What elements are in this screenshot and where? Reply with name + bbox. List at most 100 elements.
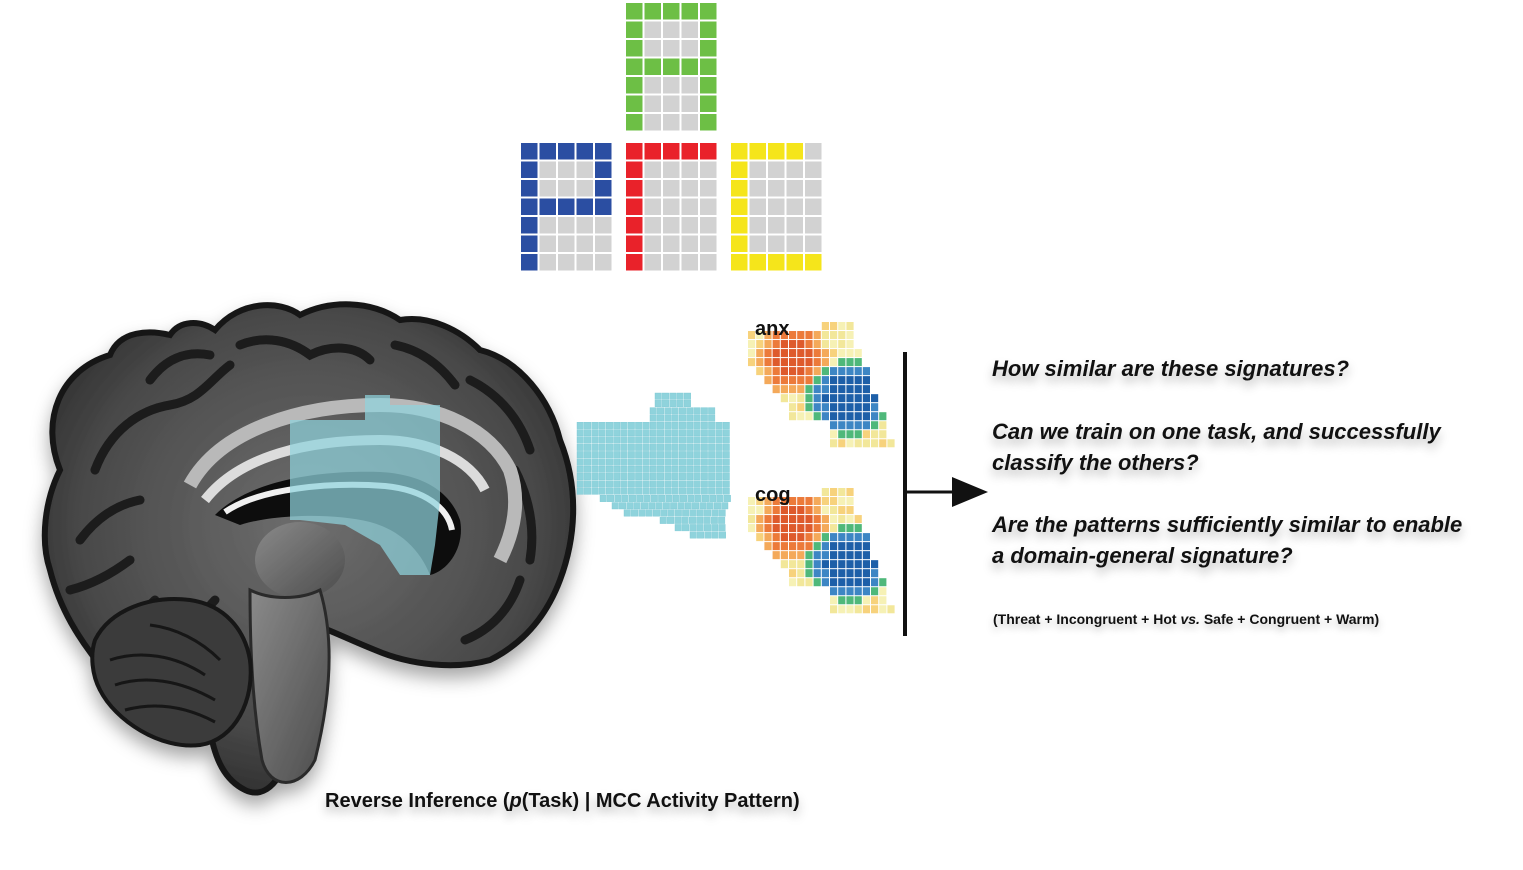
roi-voxel xyxy=(584,473,591,480)
question-1: How similar are these signatures? xyxy=(992,353,1349,384)
heatmap-voxel xyxy=(772,349,780,358)
heatmap-voxel xyxy=(821,403,829,412)
heatmap-voxel xyxy=(830,578,838,587)
grid-cell xyxy=(558,143,575,160)
roi-voxel xyxy=(699,502,707,510)
roi-voxel xyxy=(700,487,708,495)
roi-voxel xyxy=(620,451,628,459)
heatmap-voxel xyxy=(772,524,780,533)
heatmap-voxel xyxy=(821,488,829,497)
grid-cell xyxy=(786,143,803,160)
heatmap-voxel xyxy=(838,340,846,349)
roi-voxel xyxy=(642,429,650,437)
heatmap-voxel xyxy=(813,569,821,578)
heatmap-voxel xyxy=(764,331,772,340)
grid-cell xyxy=(644,3,661,20)
heatmap-voxel xyxy=(748,349,756,358)
heatmap-voxel xyxy=(797,394,805,403)
grid-cell xyxy=(805,180,822,197)
roi-voxel xyxy=(642,436,650,444)
heatmap-voxel xyxy=(813,331,821,340)
roi-voxel xyxy=(693,487,701,495)
heatmap-voxel xyxy=(797,358,805,367)
heatmap-voxel xyxy=(821,578,829,587)
roi-voxel xyxy=(677,502,685,510)
roi-voxel xyxy=(655,502,663,510)
roi-voxel xyxy=(671,422,679,429)
heatmap-voxel xyxy=(805,358,813,367)
roi-voxel xyxy=(702,495,709,502)
roi-voxel xyxy=(657,458,664,466)
heatmap-voxel xyxy=(862,421,870,430)
roi-voxel xyxy=(700,407,708,415)
heatmap-voxel xyxy=(789,578,797,587)
grid-cell xyxy=(663,58,680,75)
heatmap-voxel xyxy=(838,551,846,560)
heatmap-voxel xyxy=(854,403,862,412)
heatmap-voxel xyxy=(764,358,772,367)
grid-cell xyxy=(626,235,643,252)
task-grid-green xyxy=(626,3,717,131)
roi-voxel xyxy=(710,516,718,524)
heatmap-voxel xyxy=(805,569,813,578)
roi-voxel-grid xyxy=(576,392,731,539)
roi-voxel xyxy=(693,451,701,459)
roi-voxel xyxy=(676,392,684,400)
heatmap-voxel xyxy=(846,412,854,421)
roi-voxel xyxy=(693,436,701,444)
roi-voxel xyxy=(708,436,716,444)
heatmap-voxel xyxy=(780,349,788,358)
roi-voxel xyxy=(664,473,672,480)
heatmap-voxel xyxy=(862,578,870,587)
roi-voxel xyxy=(715,451,723,459)
grid-cell xyxy=(595,180,612,197)
heatmap-voxel xyxy=(805,533,813,542)
heatmap-voxel xyxy=(830,376,838,385)
roi-voxel xyxy=(576,443,584,451)
roi-voxel xyxy=(684,400,691,407)
heatmap-voxel xyxy=(846,524,854,533)
roi-voxel xyxy=(674,516,682,524)
roi-voxel xyxy=(708,465,716,473)
heatmap-voxel xyxy=(846,439,854,448)
roi-voxel xyxy=(722,473,730,480)
grid-cell xyxy=(681,143,698,160)
roi-voxel xyxy=(642,458,650,466)
grid-cell xyxy=(521,143,538,160)
grid-cell xyxy=(521,235,538,252)
roi-voxel xyxy=(693,473,701,480)
grid-cell xyxy=(539,180,556,197)
heatmap-voxel xyxy=(772,367,780,376)
roi-voxel xyxy=(584,458,591,466)
roi-voxel xyxy=(649,473,657,480)
heatmap-cog xyxy=(748,488,895,614)
roi-voxel xyxy=(686,458,694,466)
roi-voxel xyxy=(671,414,679,422)
heatmap-voxel xyxy=(854,560,862,569)
roi-voxel xyxy=(613,429,621,437)
roi-voxel xyxy=(598,473,606,480)
question-2: Can we train on one task, and successful… xyxy=(992,416,1441,478)
grid-cell xyxy=(700,95,717,112)
heatmap-voxel xyxy=(805,560,813,569)
grid-cell xyxy=(731,217,748,234)
roi-voxel xyxy=(711,509,719,517)
heatmap-voxel xyxy=(797,560,805,569)
roi-voxel xyxy=(679,414,686,422)
roi-voxel xyxy=(635,465,643,473)
heatmap-voxel xyxy=(838,358,846,367)
heatmap-voxel xyxy=(846,569,854,578)
roi-voxel xyxy=(715,436,723,444)
signature-label-anx: anx xyxy=(755,318,790,340)
grid-cell xyxy=(731,198,748,215)
heatmap-voxel xyxy=(789,515,797,524)
heatmap-voxel xyxy=(780,367,788,376)
roi-voxel xyxy=(692,502,699,510)
roi-voxel xyxy=(584,465,591,473)
roi-voxel xyxy=(627,451,635,459)
roi-voxel xyxy=(671,458,679,466)
heatmap-voxel xyxy=(838,394,846,403)
brain-sagittal-slice xyxy=(41,301,577,796)
roi-voxel xyxy=(576,458,584,466)
roi-voxel xyxy=(635,443,643,451)
